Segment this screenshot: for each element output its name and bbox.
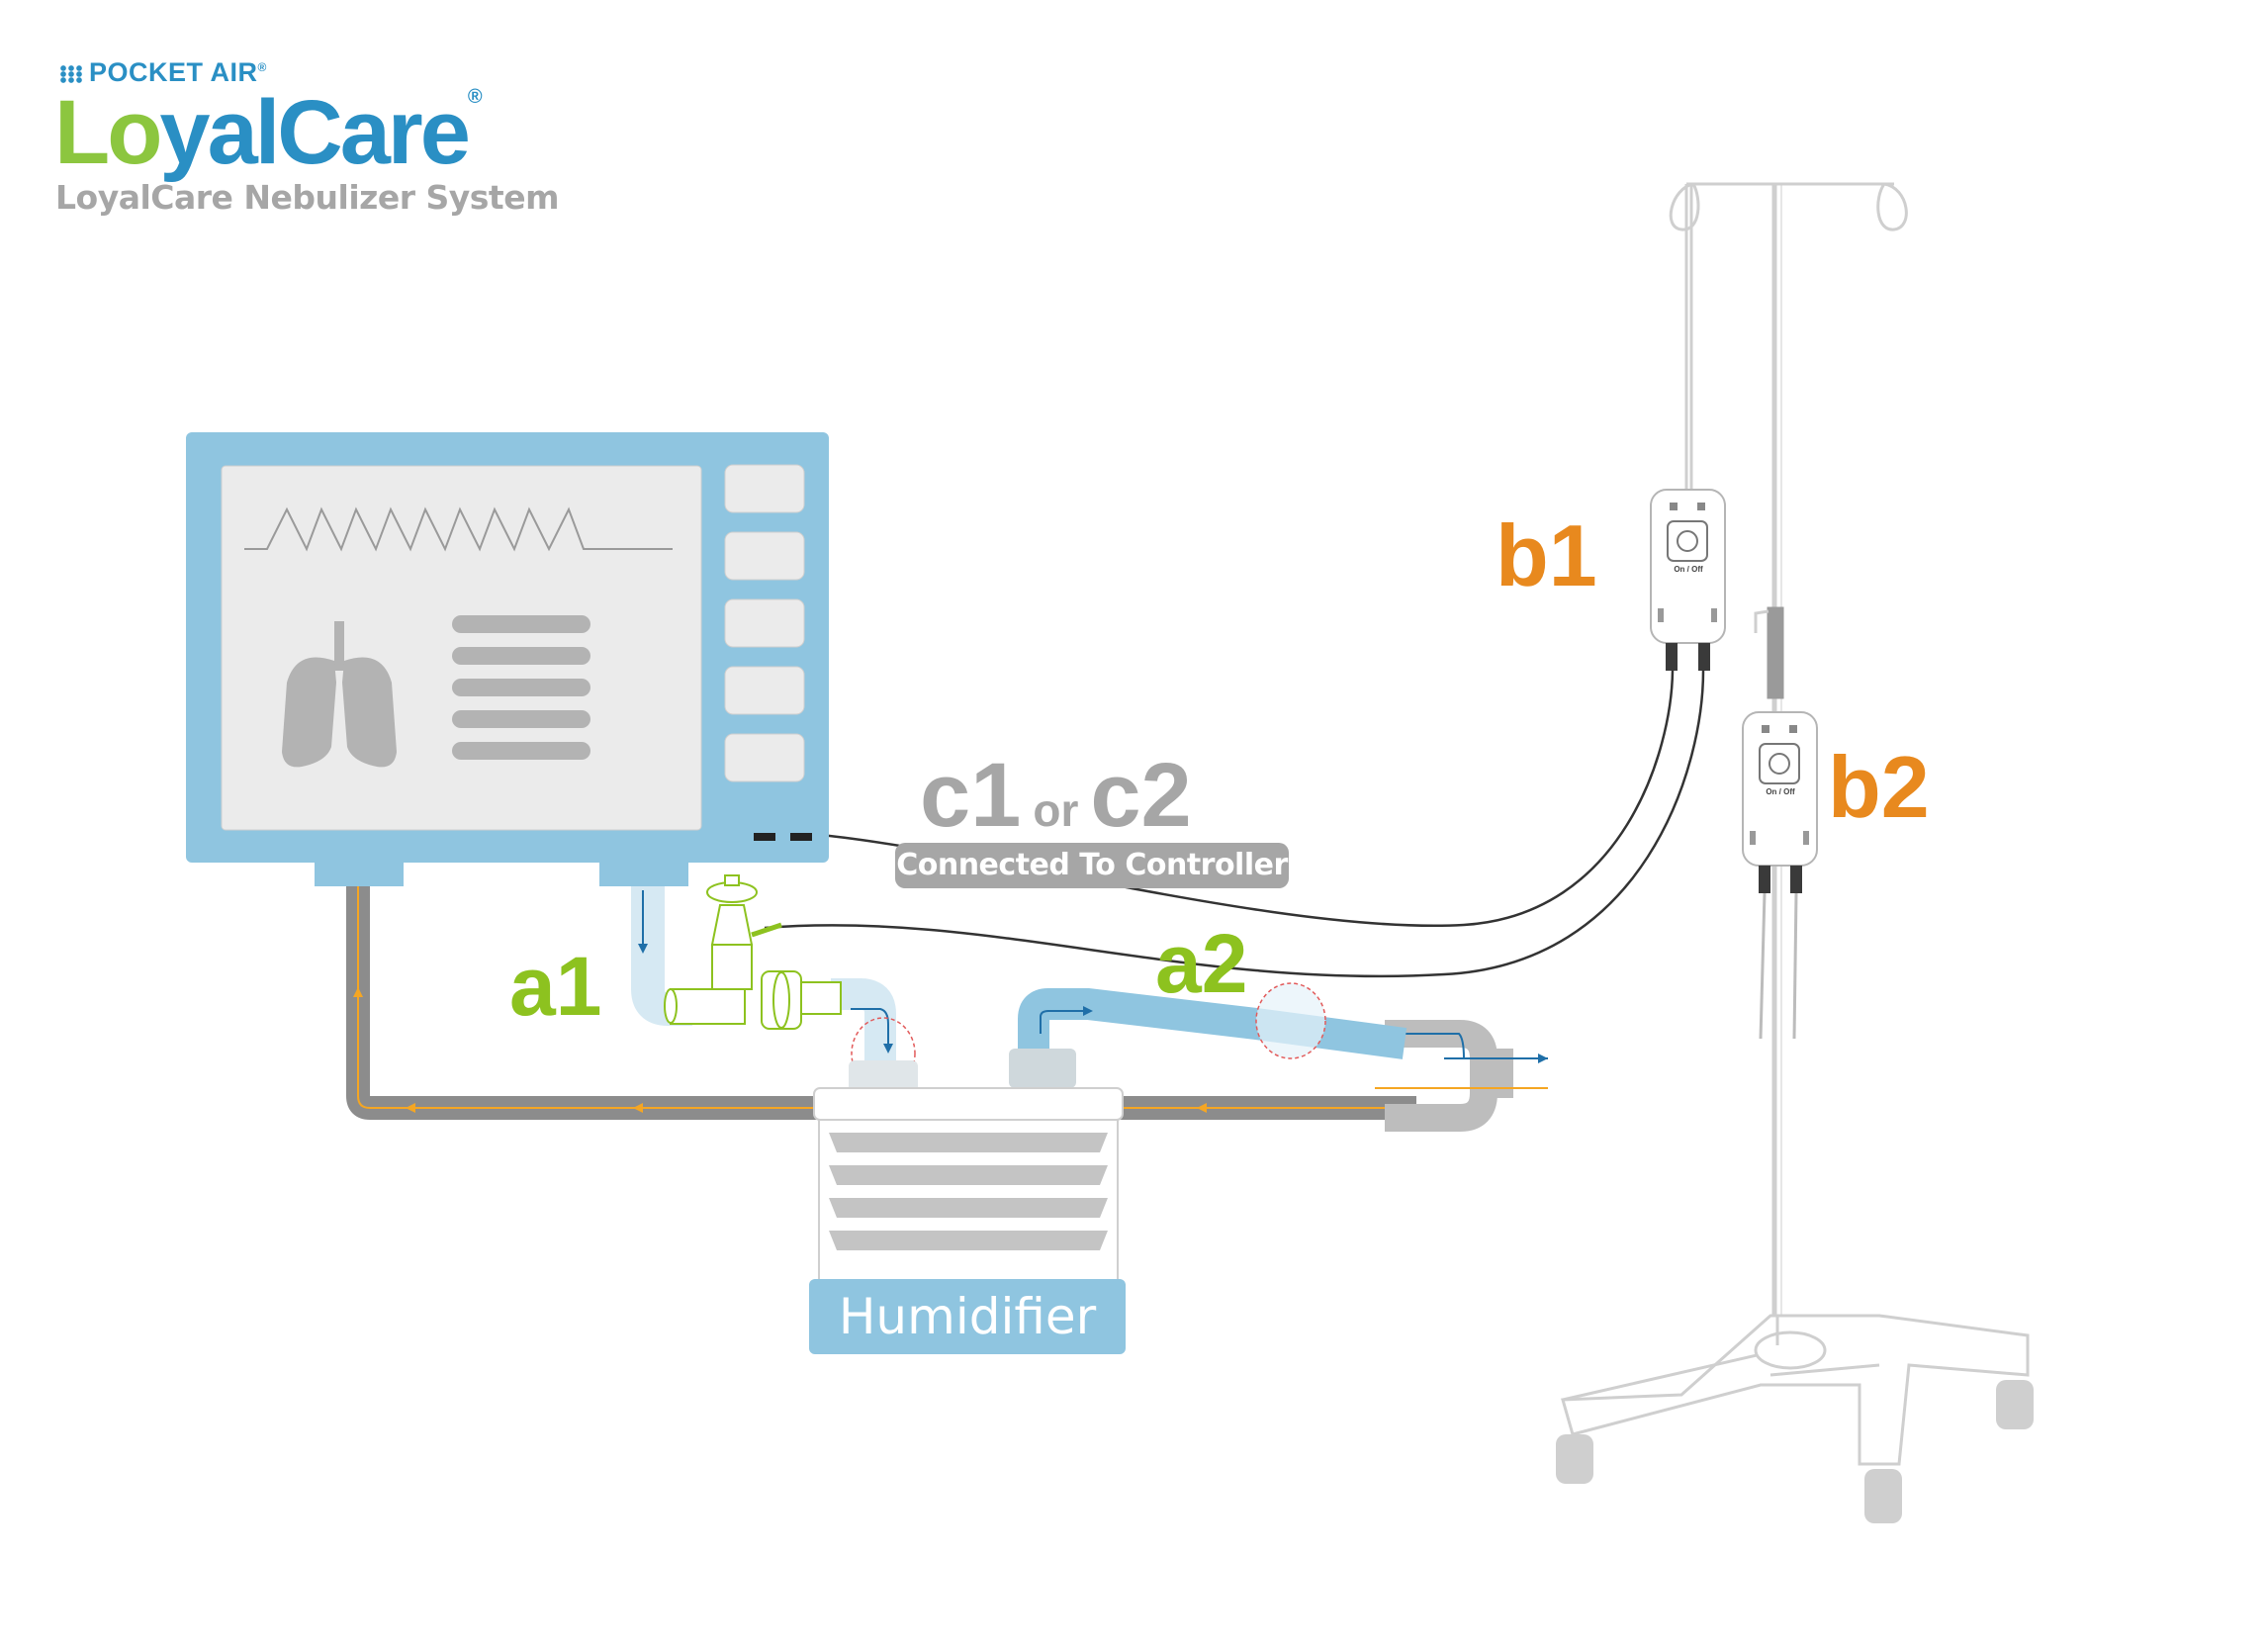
svg-text:On / Off: On / Off: [1766, 787, 1795, 796]
controller-b2: On / Off: [1742, 711, 1818, 1040]
humidifier: [813, 1087, 1124, 1281]
humidifier-label: Humidifier: [809, 1279, 1126, 1354]
brand-dots-icon: [59, 64, 83, 83]
lungs-icon: [282, 621, 397, 768]
nebulizer-a1: [664, 874, 842, 1030]
system-subtitle: LoyalCare Nebulizer System: [55, 178, 559, 217]
ventilator: [186, 432, 829, 886]
controller-b1: On / Off: [1650, 489, 1726, 671]
label-a2: a2: [1155, 917, 1248, 1010]
label-a1: a1: [509, 940, 602, 1033]
breathing-circuit: [346, 877, 1548, 1132]
display-lines: [452, 615, 590, 760]
svg-text:On / Off: On / Off: [1674, 565, 1703, 574]
label-b1: b1: [1496, 506, 1597, 604]
connected-to-controller-label: Connected To Controller: [895, 843, 1289, 888]
loyalcare-logo: LoyalCare®: [54, 82, 483, 183]
iv-stand: [1556, 182, 2034, 1523]
pocket-air-brand: POCKET AIR®: [59, 57, 267, 88]
ventilator-buttons: [724, 464, 805, 782]
label-b2: b2: [1828, 738, 1930, 836]
